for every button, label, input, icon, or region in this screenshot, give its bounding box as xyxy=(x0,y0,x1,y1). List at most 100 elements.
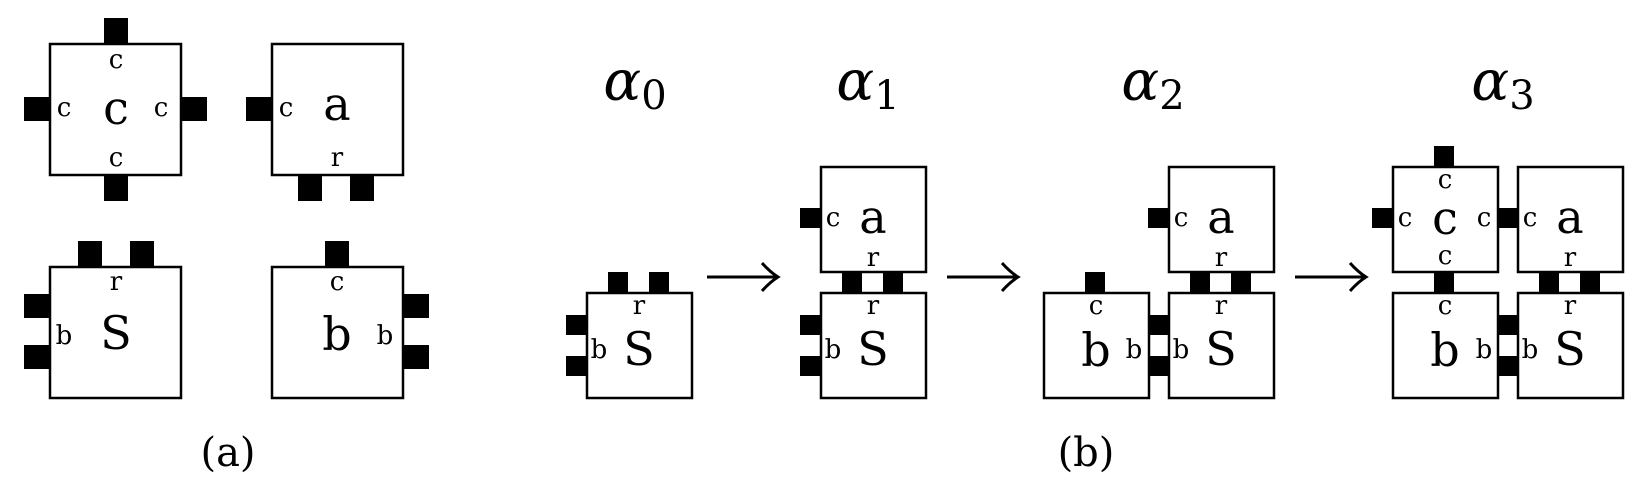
glue-south-left xyxy=(298,175,322,201)
glue-north-left xyxy=(78,241,102,267)
tile-b xyxy=(1391,291,1500,400)
step-label-alpha-1: α1 xyxy=(836,49,899,119)
glue-label: b xyxy=(1522,335,1539,365)
glue-label: r xyxy=(867,243,880,273)
glue-label: b xyxy=(1173,335,1190,365)
glue-label: c xyxy=(1174,203,1189,233)
tile-label: a xyxy=(1207,190,1234,244)
glue-label: c xyxy=(1523,203,1538,233)
glue xyxy=(1498,208,1518,228)
arrow-icon xyxy=(707,262,781,292)
glue-label: r xyxy=(1564,291,1577,321)
glue-label-south: r xyxy=(331,143,344,173)
panel-a: c c c c c a c r S r b xyxy=(24,18,429,476)
glue-label: b xyxy=(825,335,842,365)
glue-label: r xyxy=(633,291,646,321)
step-label-alpha-3: α3 xyxy=(1471,49,1534,119)
glue xyxy=(800,315,821,335)
glue xyxy=(1539,272,1559,293)
glue xyxy=(608,272,628,293)
tile-label: S xyxy=(100,306,132,360)
tile-b xyxy=(1042,291,1151,400)
glue-label: c xyxy=(1398,203,1413,233)
tile-a xyxy=(819,165,928,274)
glue-label-east: b xyxy=(377,321,394,351)
tile-type-a: a c r xyxy=(246,42,405,201)
glue xyxy=(566,356,587,376)
panel-label-a: (a) xyxy=(200,430,255,476)
tile-label: a xyxy=(323,77,350,131)
glue-label-east: c xyxy=(154,93,169,123)
glue-label: c xyxy=(826,203,841,233)
tile-label: S xyxy=(1205,322,1237,376)
assembly-alpha-2: a c r S r b b c b xyxy=(1042,165,1276,400)
assembly-alpha-1: a c r S r b xyxy=(800,165,928,400)
step-index: 1 xyxy=(874,73,899,119)
glue-label: c xyxy=(1089,291,1104,321)
glue xyxy=(1434,146,1454,167)
glue-label: b xyxy=(1476,335,1493,365)
glue-south xyxy=(104,175,128,201)
glue-label-north: c xyxy=(330,267,345,297)
glue-label-north: c xyxy=(109,45,124,75)
tile-body xyxy=(48,265,183,400)
glue-south-right xyxy=(350,175,374,201)
tile-body xyxy=(270,265,405,400)
glue xyxy=(1149,315,1169,335)
tile-label: S xyxy=(1554,322,1586,376)
tile-label: c xyxy=(1432,191,1458,245)
glue-label: c xyxy=(1438,165,1453,195)
glue-label: c xyxy=(1438,291,1453,321)
glue xyxy=(1434,272,1454,293)
glue-north xyxy=(104,18,128,44)
glue xyxy=(1498,356,1518,376)
glue-label: c xyxy=(1438,241,1453,271)
glue-label: r xyxy=(867,291,880,321)
assembly-alpha-0: S r b xyxy=(566,272,694,400)
glue-label-west: b xyxy=(56,321,73,351)
glue-label-west: c xyxy=(279,93,294,123)
tile-s xyxy=(585,291,694,400)
tile-a xyxy=(1516,165,1625,274)
glue xyxy=(1190,272,1210,293)
tile-type-s: S r b xyxy=(24,241,183,400)
glue-label: c xyxy=(1477,203,1492,233)
glue-north xyxy=(325,241,349,267)
glue xyxy=(800,208,821,228)
step-label-alpha-2: α2 xyxy=(1121,49,1184,119)
tile-body xyxy=(48,42,183,177)
panel-label-b: (b) xyxy=(1058,430,1115,476)
step-label-alpha-0: α0 xyxy=(603,49,666,119)
tile-body xyxy=(270,42,405,177)
glue xyxy=(1085,272,1105,293)
tile-label: S xyxy=(857,322,889,376)
step-index: 0 xyxy=(641,73,666,119)
glue xyxy=(649,272,669,293)
tile-type-b: b c b xyxy=(270,241,429,400)
glue-label: b xyxy=(591,335,608,365)
glue xyxy=(1498,315,1518,335)
tile-label: b xyxy=(1081,323,1110,377)
glue xyxy=(1148,208,1169,228)
glue-west-bottom xyxy=(24,345,50,369)
glue xyxy=(1231,272,1251,293)
glue-north-right xyxy=(130,241,154,267)
arrow-icon xyxy=(947,262,1021,292)
glue-west xyxy=(246,97,272,121)
panel-b: α0 α1 α2 α3 S r b a c r xyxy=(566,49,1625,476)
step-index: 3 xyxy=(1509,73,1534,119)
glue-west xyxy=(24,97,50,121)
tile-label: S xyxy=(623,322,655,376)
glue-east xyxy=(181,97,207,121)
glue-east-bottom xyxy=(403,345,429,369)
glue xyxy=(842,272,862,293)
glue xyxy=(1372,208,1393,228)
glue xyxy=(566,315,587,335)
tile-label: a xyxy=(859,190,886,244)
tile-label: a xyxy=(1556,190,1583,244)
tile-type-c: c c c c c xyxy=(24,18,207,201)
tile-s xyxy=(819,291,928,400)
tile-label: b xyxy=(1430,323,1459,377)
glue-label: r xyxy=(1215,243,1228,273)
